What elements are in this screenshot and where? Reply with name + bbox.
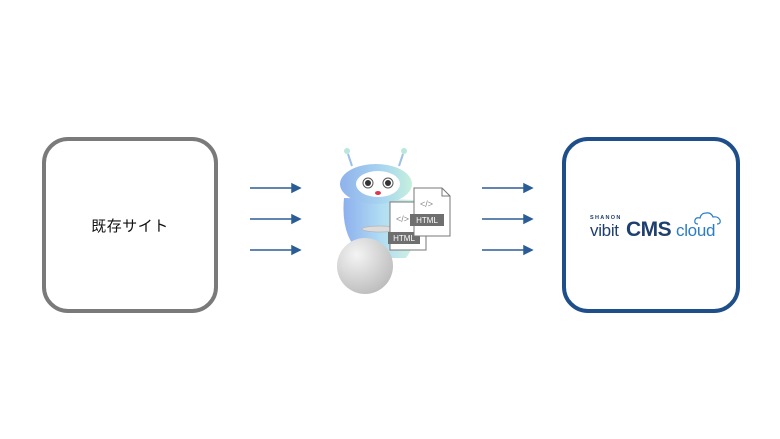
cms-cloud-box: SHANON vibit CMS cloud: [562, 137, 740, 313]
html-document-front: </> HTML: [410, 187, 451, 237]
existing-site-label: 既存サイト: [91, 217, 169, 235]
logo-shanon: SHANON: [590, 215, 622, 221]
left-arrows: [250, 182, 302, 256]
html-label-back: HTML: [393, 234, 415, 243]
html-label-front: HTML: [416, 216, 438, 225]
svg-text:</>: </>: [396, 214, 409, 224]
right-arrows: [482, 182, 534, 256]
robot-ball: [337, 238, 393, 294]
robot-illustration: </> HTML </> HTML: [337, 148, 451, 294]
logo-vibit: vibit: [590, 221, 619, 240]
cloud-icon: [694, 212, 721, 225]
svg-text:</>: </>: [420, 199, 433, 209]
vibit-cms-cloud-logo: SHANON vibit CMS cloud: [590, 212, 724, 251]
logo-cms: CMS: [626, 218, 672, 241]
logo-cloud: cloud: [676, 221, 716, 240]
existing-site-box: 既存サイト: [42, 137, 218, 313]
